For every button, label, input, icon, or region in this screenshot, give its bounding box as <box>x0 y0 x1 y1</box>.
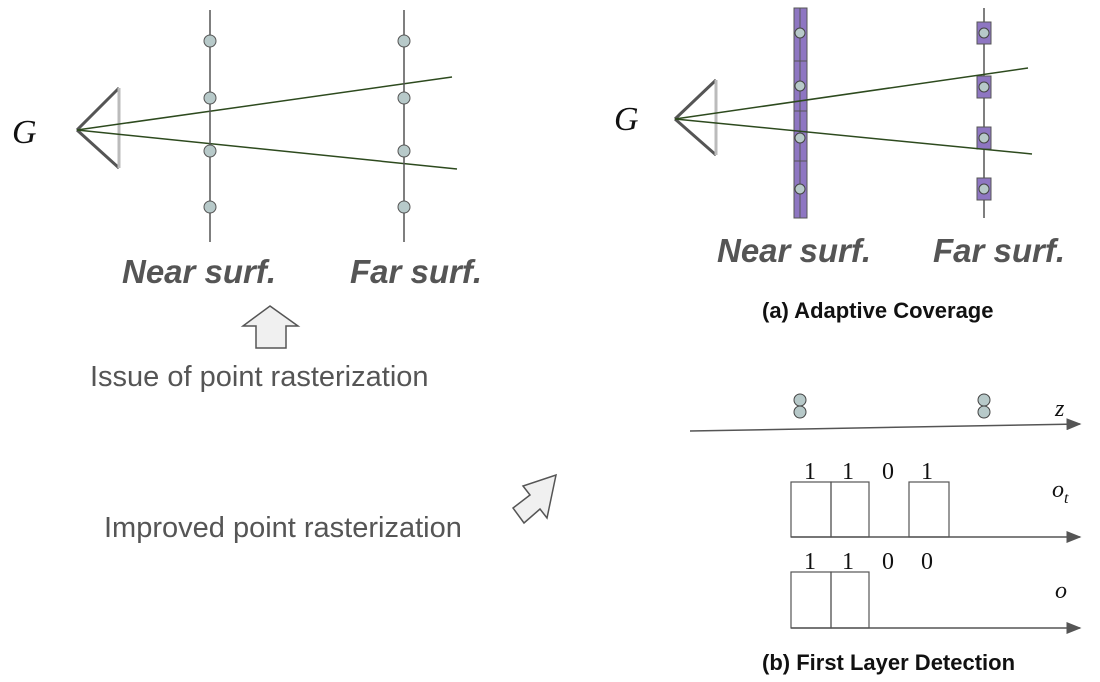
near-surface-label-a: Near surf. <box>717 232 871 269</box>
ray-lower <box>76 129 458 170</box>
point-stack-near <box>793 393 807 419</box>
far-surface-label: Far surf. <box>350 253 482 290</box>
ot-value-2: 1 <box>842 459 854 485</box>
camera-label-g: G <box>12 114 37 151</box>
o-value-3: 0 <box>882 549 894 575</box>
near-surface-points <box>203 34 217 214</box>
ot-value-4: 1 <box>921 459 933 485</box>
ray-upper <box>76 76 453 131</box>
o-label: o <box>1055 578 1067 604</box>
improved-description: Improved point rasterization <box>104 512 462 544</box>
caption-b: (b) First Layer Detection <box>762 650 1015 675</box>
point-stack-far <box>977 393 991 419</box>
near-coverage-points <box>794 27 806 195</box>
o-value-1: 1 <box>804 549 816 575</box>
near-surface-label: Near surf. <box>122 253 276 290</box>
up-arrow-icon <box>240 305 301 349</box>
ot-value-1: 1 <box>804 459 816 485</box>
axis-z-label: z <box>1054 396 1065 422</box>
caption-a: (a) Adaptive Coverage <box>762 298 993 323</box>
ot-label: ot <box>1052 477 1069 507</box>
adaptive-coverage-diagram: G Near <box>614 7 1065 323</box>
far-coverage-boxes <box>976 21 992 201</box>
camera-icon <box>75 86 121 170</box>
ray-upper-a <box>674 67 1029 120</box>
ot-value-3: 0 <box>882 459 894 485</box>
diagonal-arrow-icon <box>511 473 558 525</box>
ray-lower-a <box>674 118 1033 155</box>
first-layer-detection-diagram: z 1 1 0 1 ot 1 1 0 0 o (b) First Layer D… <box>689 393 1082 675</box>
camera-label-g-a: G <box>614 101 639 138</box>
camera-icon-a <box>673 78 718 157</box>
far-surface-points <box>397 34 411 214</box>
o-value-2: 1 <box>842 549 854 575</box>
o-value-4: 0 <box>921 549 933 575</box>
z-axis <box>689 418 1082 432</box>
issue-description: Issue of point rasterization <box>90 361 429 393</box>
far-surface-label-a: Far surf. <box>933 232 1065 269</box>
issue-diagram: G Near surf. Far surf. <box>12 10 482 290</box>
